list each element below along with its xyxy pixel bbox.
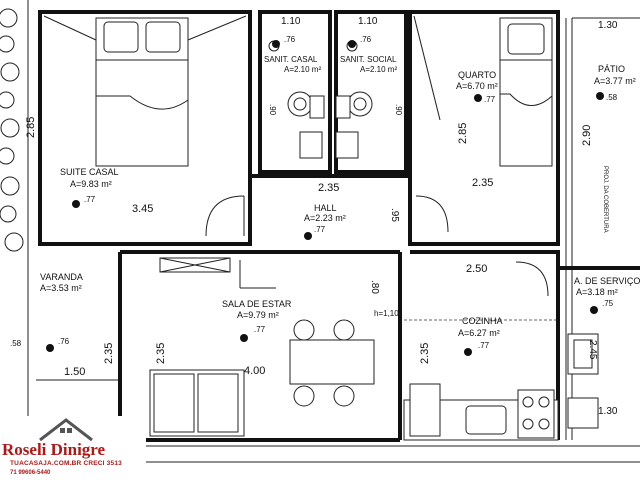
suite-level: .77 (84, 195, 96, 204)
suite-name: SUITE CASAL (60, 167, 119, 177)
cozinha-name: COZINHA (462, 316, 503, 326)
sala-furniture (149, 257, 375, 437)
cozinha-dim-w: 2.50 (466, 263, 487, 275)
suite-area: A=9.83 m² (70, 179, 112, 189)
doors (205, 195, 549, 297)
patio-dim-w: 1.30 (598, 20, 618, 31)
patio-name: PÁTIO (598, 64, 625, 74)
hall-level: .77 (314, 225, 326, 234)
sala-dim-h: 2.35 (155, 343, 167, 364)
varanda-area: A=3.53 m² (40, 283, 82, 293)
hall-dim-h: .95 (389, 208, 400, 222)
sala-level: .77 (254, 325, 266, 334)
sanit-social-area: A=2.10 m² (360, 65, 397, 74)
hall-dim-w: 2.35 (318, 182, 339, 194)
suite-bed (43, 15, 247, 167)
sanit-casal-level: .76 (284, 35, 296, 44)
house-icon (39, 418, 93, 442)
patio-dim-h: 2.90 (581, 125, 593, 146)
bathroom-fixtures (268, 40, 373, 159)
level-markers (46, 40, 604, 356)
sanit-casal-area: A=2.10 m² (284, 65, 321, 74)
servico-level: .75 (602, 299, 614, 308)
patio-area: A=3.77 m² (594, 76, 636, 86)
walls (38, 10, 640, 442)
sanit-casal-name: SANIT. CASAL (264, 55, 318, 64)
garden-shrubs (0, 8, 24, 252)
varanda-ext-level: .58 (10, 339, 22, 348)
sanit-social-dim-h: .90 (394, 104, 403, 116)
servico-area: A=3.18 m² (576, 287, 618, 297)
realtor-logo: Roseli Dinigre TUACASAJA.COM.BR CRECI 35… (0, 416, 146, 480)
servico-dim-h: 2.45 (587, 340, 598, 360)
varanda-dim-w: 1.50 (64, 366, 85, 378)
cozinha-area: A=6.27 m² (458, 328, 500, 338)
patio-level: .58 (606, 93, 618, 102)
logo-name: Roseli Dinigre (2, 440, 106, 459)
quarto-bed (413, 15, 553, 167)
quarto-dim-h: 2.85 (457, 123, 469, 144)
sala-dim-v: .80 (369, 280, 380, 294)
suite-dim-w: 3.45 (132, 203, 153, 215)
sanit-social-name: SANIT. SOCIAL (340, 55, 397, 64)
service-furniture (567, 333, 599, 429)
cozinha-level: .77 (478, 341, 490, 350)
sanit-casal-dim-h: .90 (268, 104, 277, 116)
varanda-level: .76 (58, 337, 70, 346)
varanda-name: VARANDA (40, 272, 83, 282)
quarto-level: .77 (484, 95, 496, 104)
sala-name: SALA DE ESTAR (222, 299, 292, 309)
quarto-name: QUARTO (458, 70, 496, 80)
hall-name: HALL (314, 203, 337, 213)
sanit-social-level: .76 (360, 35, 372, 44)
kitchen-furniture (403, 319, 559, 441)
varanda-dim-h: 2.35 (103, 343, 115, 364)
sala-area: A=9.79 m² (237, 310, 279, 320)
servico-dim-w: 1.30 (598, 406, 618, 417)
logo-phone: 71 99606-5440 (10, 470, 51, 476)
suite-dim-h: 2.85 (25, 117, 37, 138)
cozinha-dim-h: 2.35 (419, 343, 431, 364)
sanit-casal-dim-w: 1.10 (281, 16, 301, 27)
hall-area: A=2.23 m² (304, 213, 346, 223)
patio-note: PROJ. DA COBERTURA (602, 166, 608, 233)
quarto-dim-w: 2.35 (472, 177, 493, 189)
logo-site: TUACASAJA.COM.BR CRECI 3513 (10, 460, 122, 467)
quarto-area: A=6.70 m² (456, 81, 498, 91)
sanit-social-dim-w: 1.10 (358, 16, 378, 27)
sala-dim-w: 4.00 (244, 365, 265, 377)
cozinha-counter: h=1,10 (374, 309, 399, 318)
servico-name: A. DE SERVIÇO (574, 276, 640, 286)
